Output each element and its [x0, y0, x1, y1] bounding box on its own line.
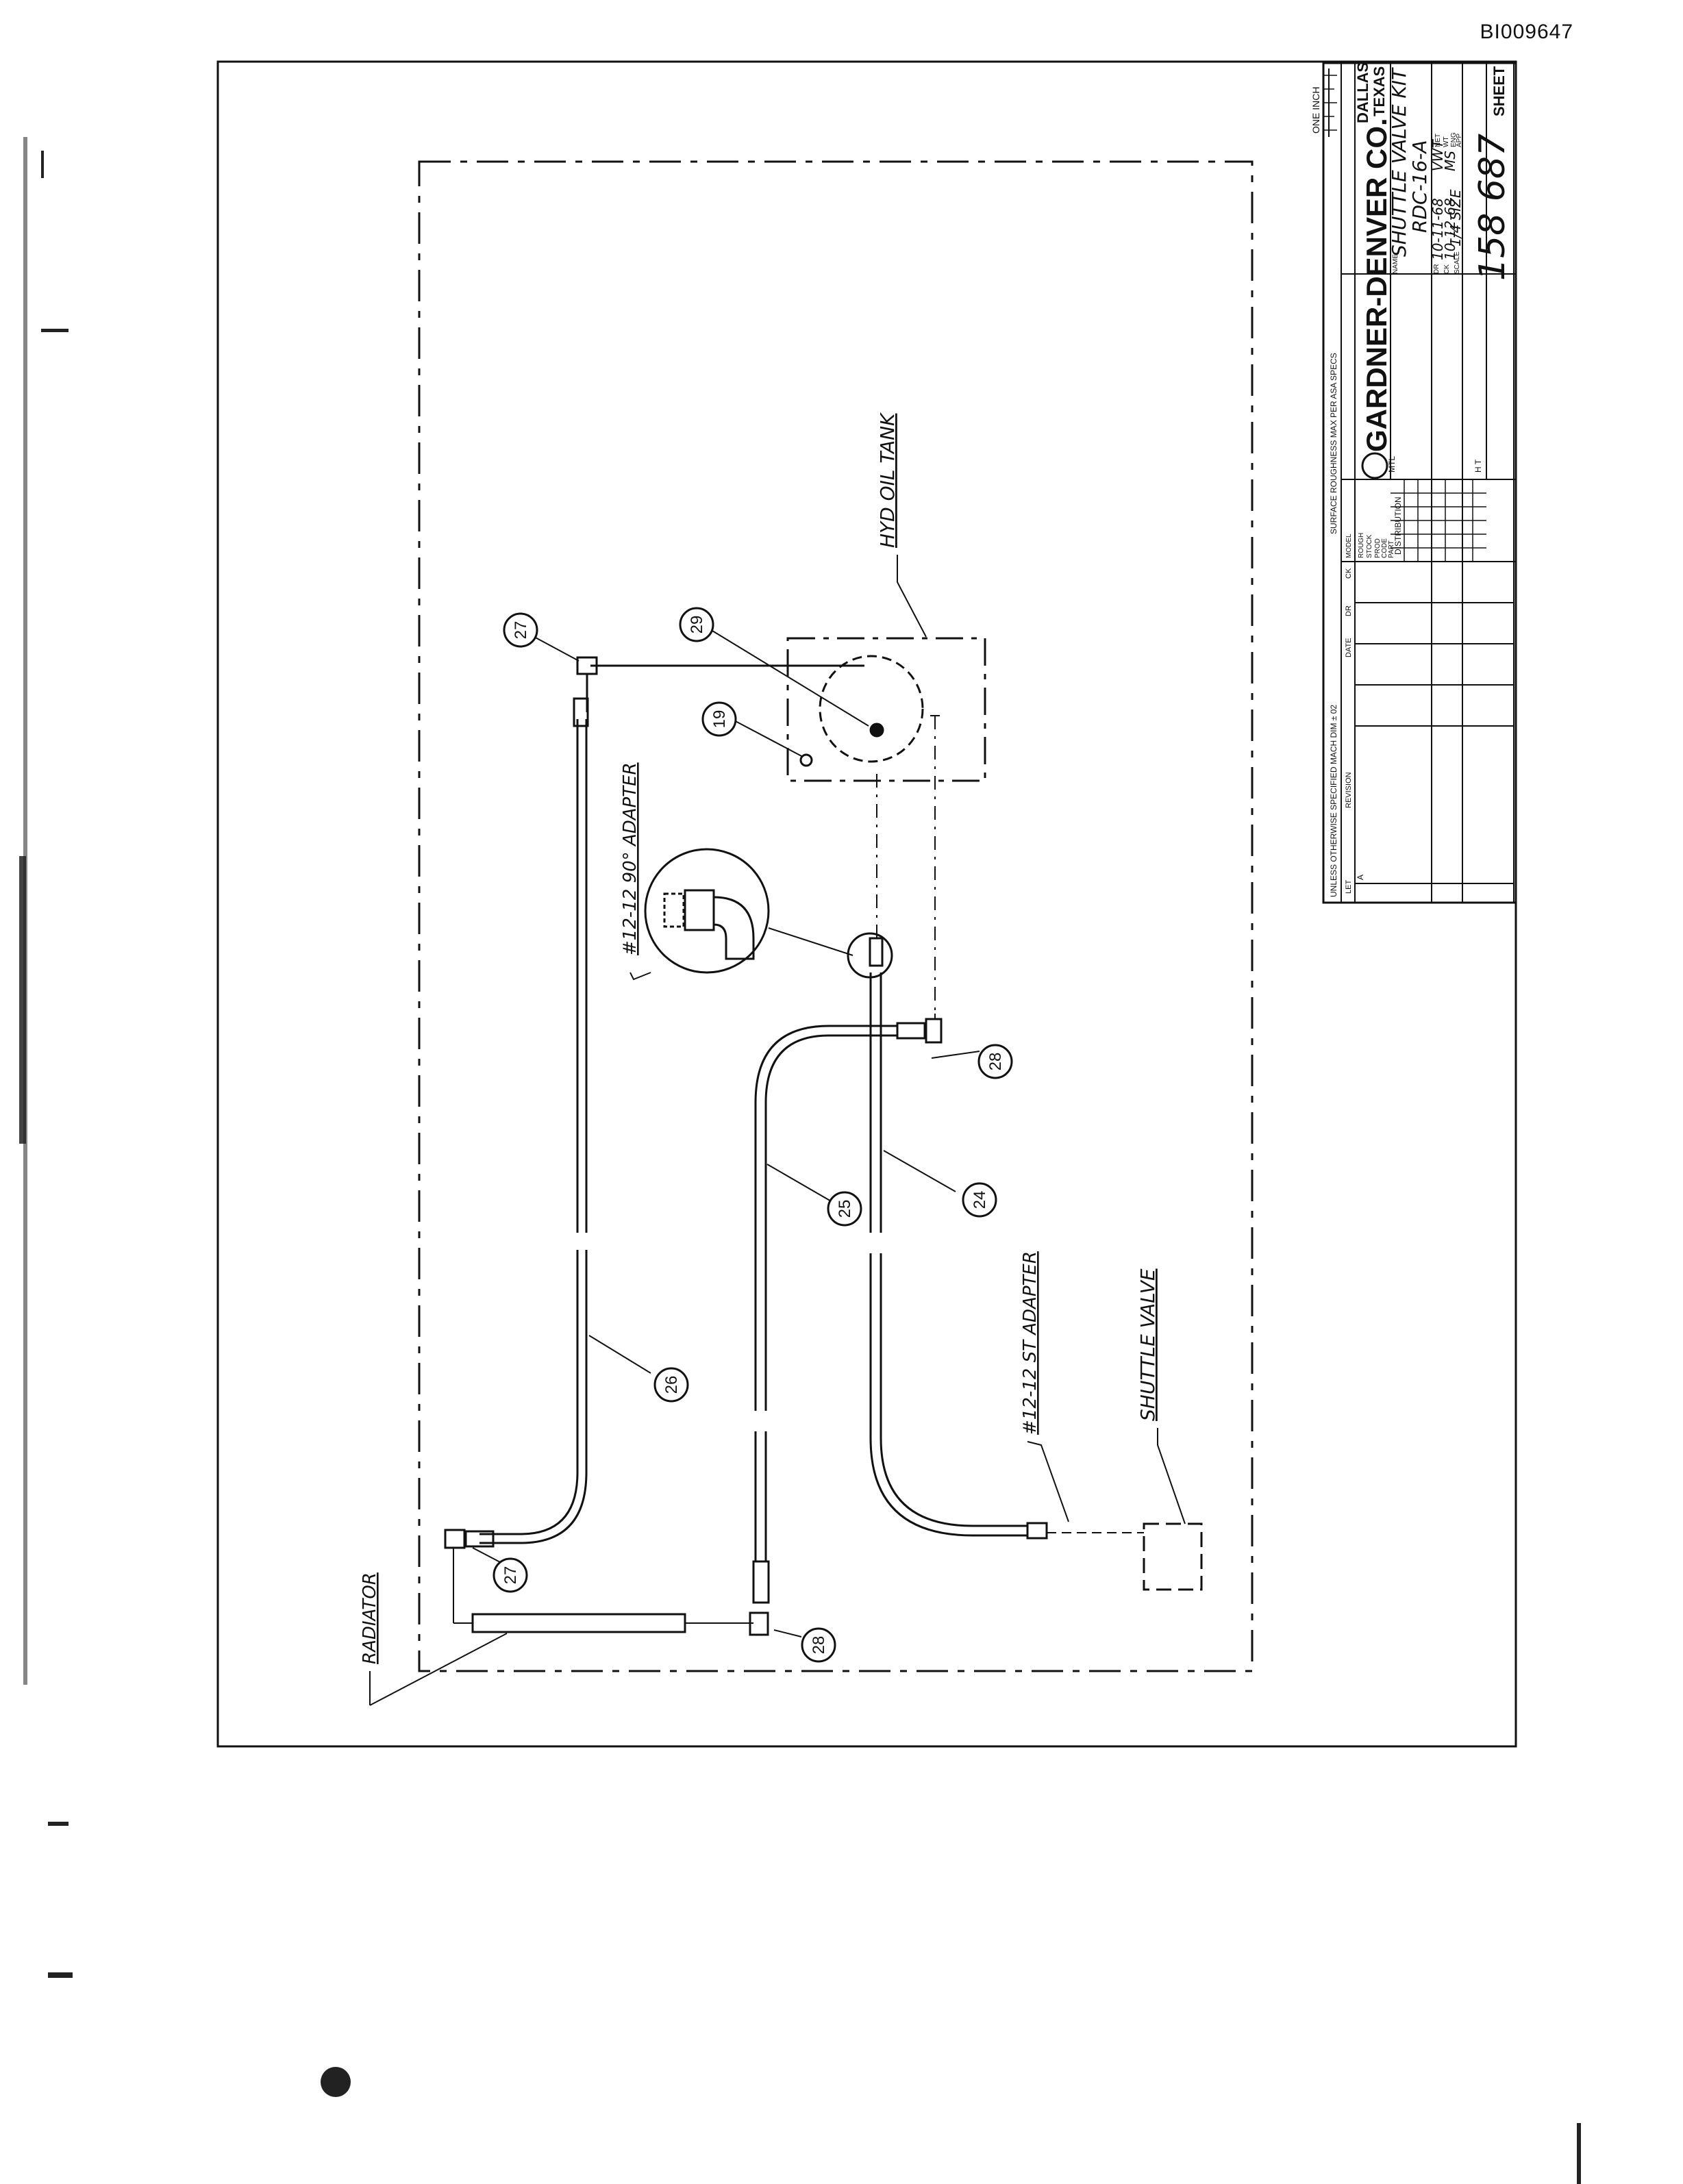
tolerance-note: UNLESS OTHERWISE SPECIFIED MACH DIM ± 02: [1329, 705, 1338, 897]
company-logo: [1361, 452, 1388, 479]
surface-note: SURFACE ROUGHNESS MAX PER ASA SPECS: [1329, 353, 1338, 534]
label-adapter-st: #12-12 ST ADAPTER: [1020, 1251, 1040, 1435]
drawing-name: SHUTTLE VALVE KIT: [1388, 67, 1410, 257]
callout-25: 25: [827, 1191, 862, 1227]
svg-text:27: 27: [512, 621, 530, 640]
rev-header-date: DATE: [1345, 638, 1353, 657]
svg-text:29: 29: [688, 616, 706, 634]
diagram: [369, 555, 1203, 1706]
rev-letter: A: [1356, 875, 1365, 880]
model-header-prod: PROD: [1374, 538, 1382, 558]
ht-label: H T: [1473, 459, 1483, 473]
ck-label: CK: [1443, 264, 1451, 274]
radiator: [471, 1613, 686, 1633]
rev-header-revision: REVISION: [1345, 772, 1353, 808]
shuttle-valve: [1143, 1522, 1203, 1591]
checked-by: MS: [1442, 151, 1458, 171]
callout-27-bottom: 27: [493, 1557, 528, 1593]
mtl-label: MTL: [1387, 456, 1397, 473]
drawn-by: VWT: [1430, 139, 1446, 171]
callout-24: 24: [962, 1182, 997, 1218]
location-city: DALLAS: [1354, 62, 1371, 123]
scale-value: 1/4 SIZE: [1447, 189, 1464, 247]
svg-text:26: 26: [662, 1376, 681, 1394]
rev-header-let: LET: [1345, 880, 1353, 894]
callout-28-top: 28: [977, 1044, 1013, 1079]
callouts: 29 19 27 28 24 25 26 27: [493, 607, 1013, 1663]
tank-filler-circle: [819, 655, 924, 763]
port-19: [799, 753, 813, 767]
callout-28-bottom: 28: [801, 1627, 836, 1663]
location-state: TEXAS: [1371, 66, 1388, 116]
inner-dashed-frame: [418, 160, 1254, 1672]
svg-text:19: 19: [710, 710, 729, 729]
callout-19: 19: [701, 701, 737, 737]
model-header-part: PART: [1388, 540, 1395, 558]
company-name: GARDNER-DENVER CO.: [1360, 118, 1393, 452]
drawing-number: 158 687: [1472, 134, 1513, 281]
name-label: NAME: [1392, 254, 1399, 274]
adapter-detail-circle: [644, 848, 770, 974]
model-header-rough: ROUGH: [1358, 533, 1365, 558]
rev-header-dr: DR: [1345, 605, 1353, 616]
label-adapter-90: #12-12 90° ADAPTER: [620, 762, 640, 955]
rev-header-ck: CK: [1345, 568, 1353, 579]
scale-note: ONE INCH: [1310, 87, 1321, 134]
label-radiator: RADIATOR: [360, 1572, 380, 1664]
checked-date: 10-12-68: [1442, 198, 1458, 260]
distribution-label: DISTRIBUTION: [1393, 497, 1403, 555]
title-block: ONE INCH SURFACE ROUGHNESS MAX PER ASA S…: [1310, 62, 1517, 904]
wt-label: WT: [1443, 136, 1450, 147]
scale-label: SCALE: [1454, 251, 1461, 274]
outer-border: [216, 60, 1517, 1748]
hyd-oil-tank: [786, 637, 986, 782]
model-code: RDC-16-A: [1408, 140, 1431, 233]
scan-artifacts: [19, 137, 1581, 2184]
model-header-code: CODE: [1381, 538, 1388, 558]
svg-text:25: 25: [836, 1200, 854, 1218]
label-shuttle-valve: SHUTTLE VALVE: [1136, 1268, 1159, 1421]
app-label: APP: [1456, 134, 1463, 147]
eng-label: ENG: [1450, 132, 1458, 147]
svg-text:28: 28: [810, 1636, 828, 1655]
callout-29: 29: [679, 607, 714, 642]
model-header-stock: STOCK: [1366, 534, 1373, 558]
svg-text:27: 27: [501, 1566, 520, 1585]
document-id: BI009647: [1480, 21, 1573, 43]
svg-text:24: 24: [971, 1191, 989, 1209]
net-label: NET: [1434, 134, 1442, 147]
callout-26: 26: [653, 1367, 689, 1403]
svg-text:28: 28: [986, 1053, 1005, 1071]
sheet-label: SHEET: [1491, 66, 1508, 116]
port-29: [869, 723, 884, 738]
model-header-model: MODEL: [1345, 534, 1353, 558]
callout-27-top: 27: [503, 612, 538, 648]
drawn-date: 10-11-68: [1430, 198, 1446, 260]
dr-label: DR: [1433, 264, 1441, 274]
label-hyd-oil-tank: HYD OIL TANK: [876, 412, 899, 548]
